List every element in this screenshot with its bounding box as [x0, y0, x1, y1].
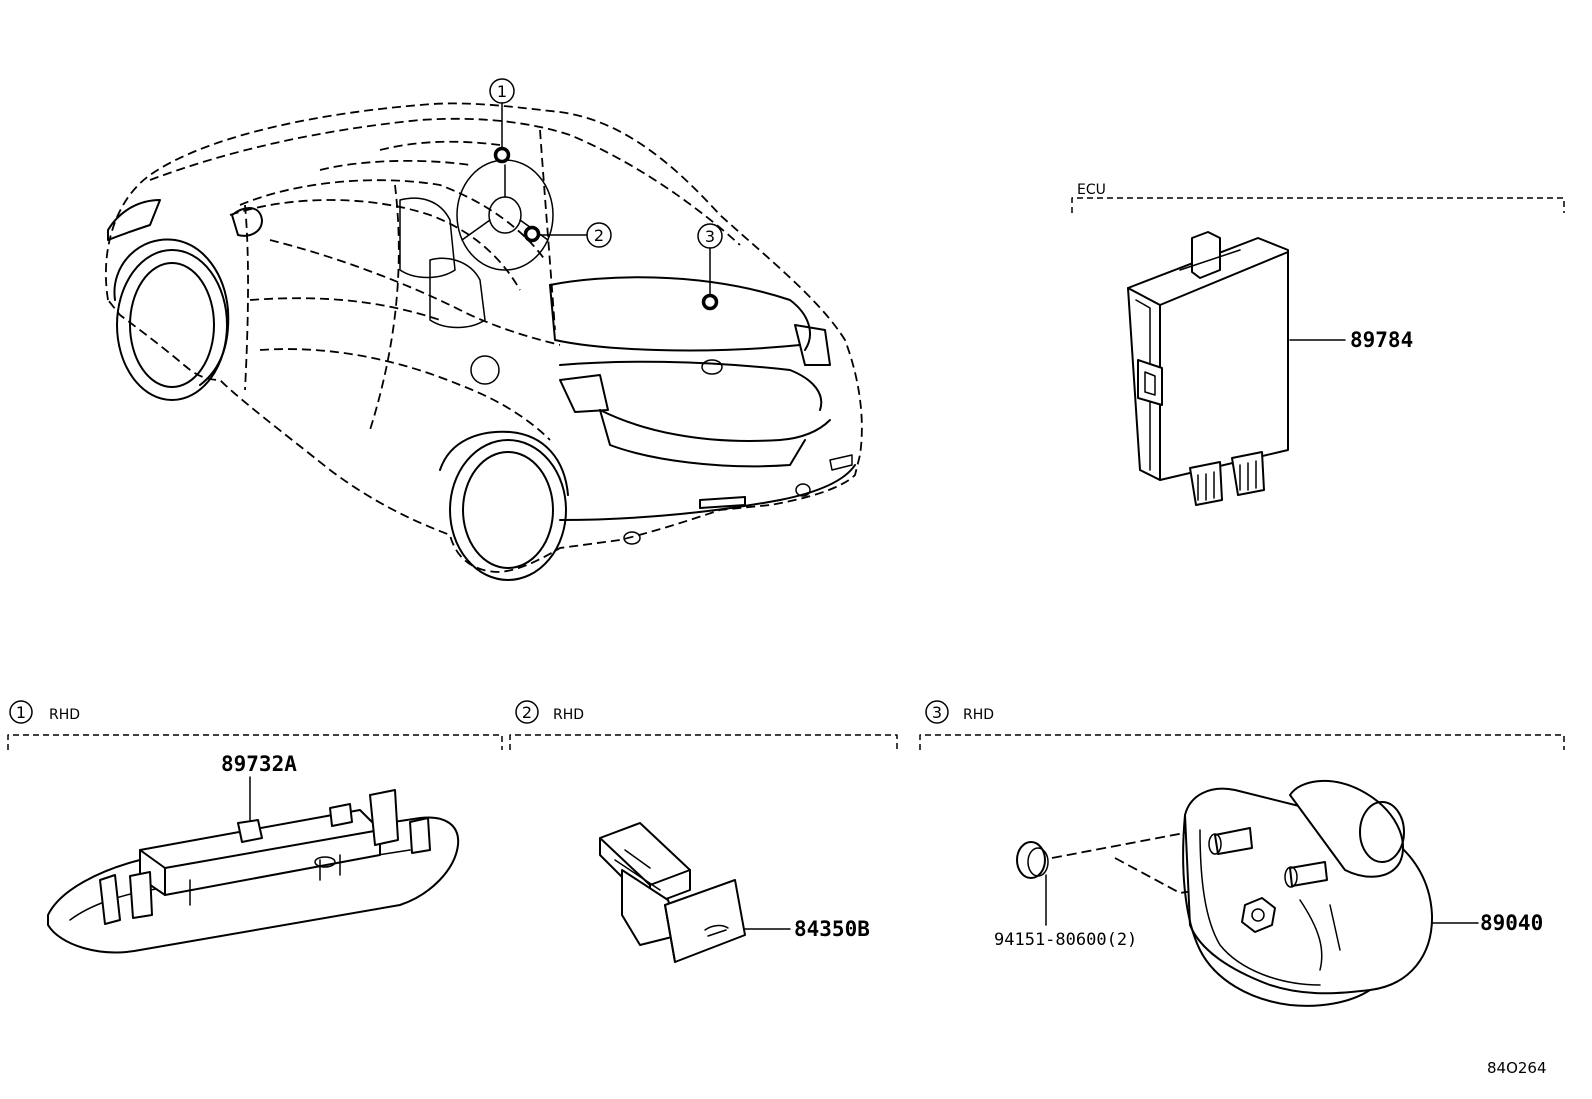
- callout-3-number: 3: [705, 227, 715, 246]
- section-2-number: 2: [522, 703, 532, 722]
- section-3: 3 RHD 94151-80600(2): [919, 700, 1565, 1007]
- interior-light-drawing: [47, 789, 460, 954]
- part-number-89040: 89040: [1480, 911, 1543, 935]
- ecu-section-label: ECU: [1077, 182, 1106, 198]
- callout-3-point: [701, 293, 719, 311]
- section-3-label: RHD: [963, 707, 994, 723]
- ecu-module-drawing: [1127, 231, 1289, 506]
- section-1: 1 RHD 89732A: [7, 700, 503, 954]
- part-number-94151-80600: 94151-80600(2): [994, 930, 1137, 950]
- callout-1-number: 1: [497, 82, 507, 101]
- callout-2-number: 2: [594, 226, 604, 245]
- vehicle-illustration: [105, 102, 863, 581]
- actuator-drawing: [1182, 779, 1434, 1007]
- section-2: 2 RHD 84350B: [509, 700, 898, 963]
- part-number-89732A: 89732A: [221, 752, 297, 776]
- section-2-label: RHD: [553, 707, 584, 723]
- vehicle-callouts: 1 2 3: [489, 78, 723, 311]
- ecu-section: ECU 89784: [1071, 182, 1565, 506]
- section-1-label: RHD: [49, 707, 80, 723]
- section-3-number: 3: [932, 703, 942, 722]
- part-number-89784: 89784: [1350, 328, 1413, 352]
- section-1-number: 1: [16, 703, 26, 722]
- diagram-id: 84O264: [1487, 1059, 1547, 1077]
- part-number-84350B: 84350B: [794, 917, 870, 941]
- callout-1-point: [493, 146, 511, 164]
- clip-drawing: [1016, 841, 1049, 879]
- switch-drawing: [599, 822, 746, 963]
- callout-2-point: [523, 225, 541, 243]
